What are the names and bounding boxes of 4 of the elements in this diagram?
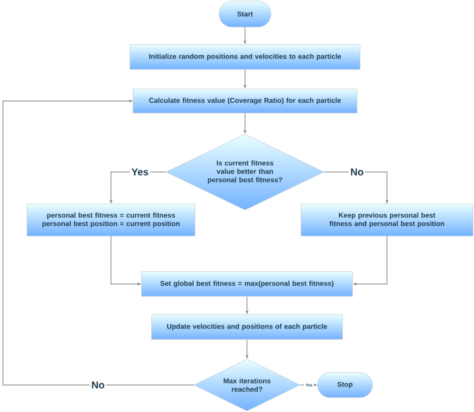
edge-label: No [348,167,366,177]
edge-label: Yes [130,167,150,177]
arrow [2,99,194,386]
edge-label: No [90,380,106,390]
